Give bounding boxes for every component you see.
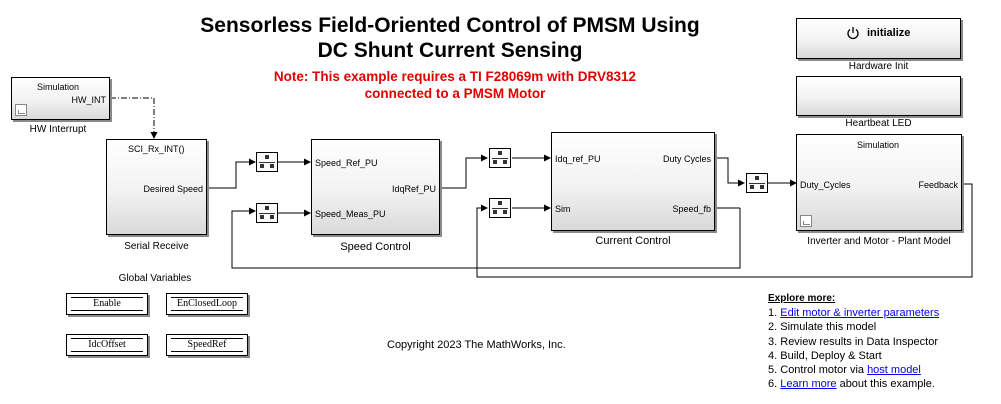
current-control-block[interactable]: Idq_ref_PU Duty Cycles Sim Speed_fb — [551, 132, 715, 231]
hw-interrupt-label: HW Interrupt — [29, 124, 87, 135]
edit-parameters-link[interactable]: Edit motor & inverter parameters — [780, 307, 940, 320]
hardware-note: Note: This example requires a TI F28069m… — [230, 68, 680, 102]
rate-transition-icon[interactable] — [489, 198, 511, 218]
hw-interrupt-block[interactable]: Simulation HW_INT — [11, 77, 110, 120]
global-var-speedref[interactable]: SpeedRef — [166, 334, 248, 356]
rate-transition-icon[interactable] — [256, 203, 278, 223]
explore-item-4: 4. Build, Deploy & Start — [768, 349, 939, 363]
explore-item-1: 1. Edit motor & inverter parameters — [768, 306, 939, 320]
speed-meas-pu-port: Speed_Meas_PU — [315, 209, 386, 219]
copyright-text: Copyright 2023 The MathWorks, Inc. — [387, 339, 566, 351]
global-var-idcoffset[interactable]: IdcOffset — [66, 334, 148, 356]
serial-receive-block[interactable]: SCI_Rx_INT() Desired Speed — [106, 139, 207, 235]
explore-num: 2. — [768, 321, 778, 334]
speed-fb-port: Speed_fb — [672, 204, 711, 214]
hardware-init-label: Hardware Init — [848, 61, 909, 72]
explore-num: 6. — [768, 378, 778, 391]
explore-num: 5. — [768, 364, 778, 377]
idq-ref-pu-port: Idq_ref_PU — [555, 154, 601, 164]
feedback-port: Feedback — [918, 180, 958, 190]
global-var-enclosedloop[interactable]: EnClosedLoop — [166, 293, 248, 315]
idqref-pu-port: IdqRef_PU — [391, 184, 436, 194]
explore-text: Review results in Data Inspector — [780, 335, 938, 348]
duty-cycles-port: Duty Cycles — [662, 154, 711, 164]
global-var-enable[interactable]: Enable — [66, 293, 148, 315]
heartbeat-led-label: Heartbeat LED — [845, 118, 912, 129]
plant-model-label: Inverter and Motor - Plant Model — [807, 236, 951, 247]
speed-ref-pu-port: Speed_Ref_PU — [315, 158, 378, 168]
explore-heading: Explore more: — [768, 293, 836, 304]
current-control-label: Current Control — [595, 235, 671, 247]
explore-num: 1. — [768, 307, 778, 320]
global-variables-heading: Global Variables — [118, 273, 192, 284]
library-link-icon — [800, 215, 812, 227]
heartbeat-led-block[interactable] — [796, 76, 961, 116]
sci-rx-int-port: SCI_Rx_INT() — [128, 144, 185, 154]
serial-receive-label: Serial Receive — [124, 241, 189, 252]
explore-text: Control motor via — [780, 364, 868, 377]
speed-control-label: Speed Control — [340, 241, 411, 253]
duty-cycles-in-port: Duty_Cycles — [800, 180, 851, 190]
note-line-2: connected to a PMSM Motor — [364, 86, 546, 101]
explore-item-6: 6. Learn more about this example. — [768, 377, 939, 391]
title-line-2: DC Shunt Current Sensing — [317, 39, 583, 62]
hardware-init-block[interactable]: initialize — [796, 18, 961, 59]
explore-item-5: 5. Control motor via host model — [768, 363, 939, 377]
note-line-1: Note: This example requires a TI F28069m… — [273, 69, 637, 84]
rate-transition-icon[interactable] — [256, 152, 278, 172]
explore-num: 3. — [768, 335, 778, 348]
desired-speed-port: Desired Speed — [143, 184, 203, 194]
learn-more-link[interactable]: Learn more — [780, 378, 837, 391]
title-line-1: Sensorless Field-Oriented Control of PMS… — [200, 14, 700, 37]
speed-control-block[interactable]: Speed_Ref_PU IdqRef_PU Speed_Meas_PU — [311, 139, 440, 235]
plant-inner-title: Simulation — [857, 140, 900, 150]
plant-model-block[interactable]: Simulation Duty_Cycles Feedback — [796, 134, 962, 231]
hw-int-port: HW_INT — [71, 95, 107, 105]
explore-text: about this example. — [836, 378, 935, 391]
hw-interrupt-inner-title: Simulation — [37, 82, 80, 92]
explore-more-panel: Explore more: 1. Edit motor & inverter p… — [768, 292, 939, 391]
explore-text: Simulate this model — [780, 321, 877, 334]
explore-text: Build, Deploy & Start — [780, 349, 882, 362]
explore-item-3: 3. Review results in Data Inspector — [768, 335, 939, 349]
library-link-icon — [15, 104, 27, 116]
sim-port: Sim — [555, 204, 571, 214]
explore-num: 4. — [768, 349, 778, 362]
power-icon — [847, 27, 859, 40]
page-title: Sensorless Field-Oriented Control of PMS… — [150, 13, 750, 63]
explore-item-2: 2. Simulate this model — [768, 320, 939, 334]
rate-transition-icon[interactable] — [746, 173, 768, 193]
host-model-link[interactable]: host model — [867, 364, 921, 377]
initialize-button-text[interactable]: initialize — [867, 27, 911, 39]
rate-transition-icon[interactable] — [489, 148, 511, 168]
